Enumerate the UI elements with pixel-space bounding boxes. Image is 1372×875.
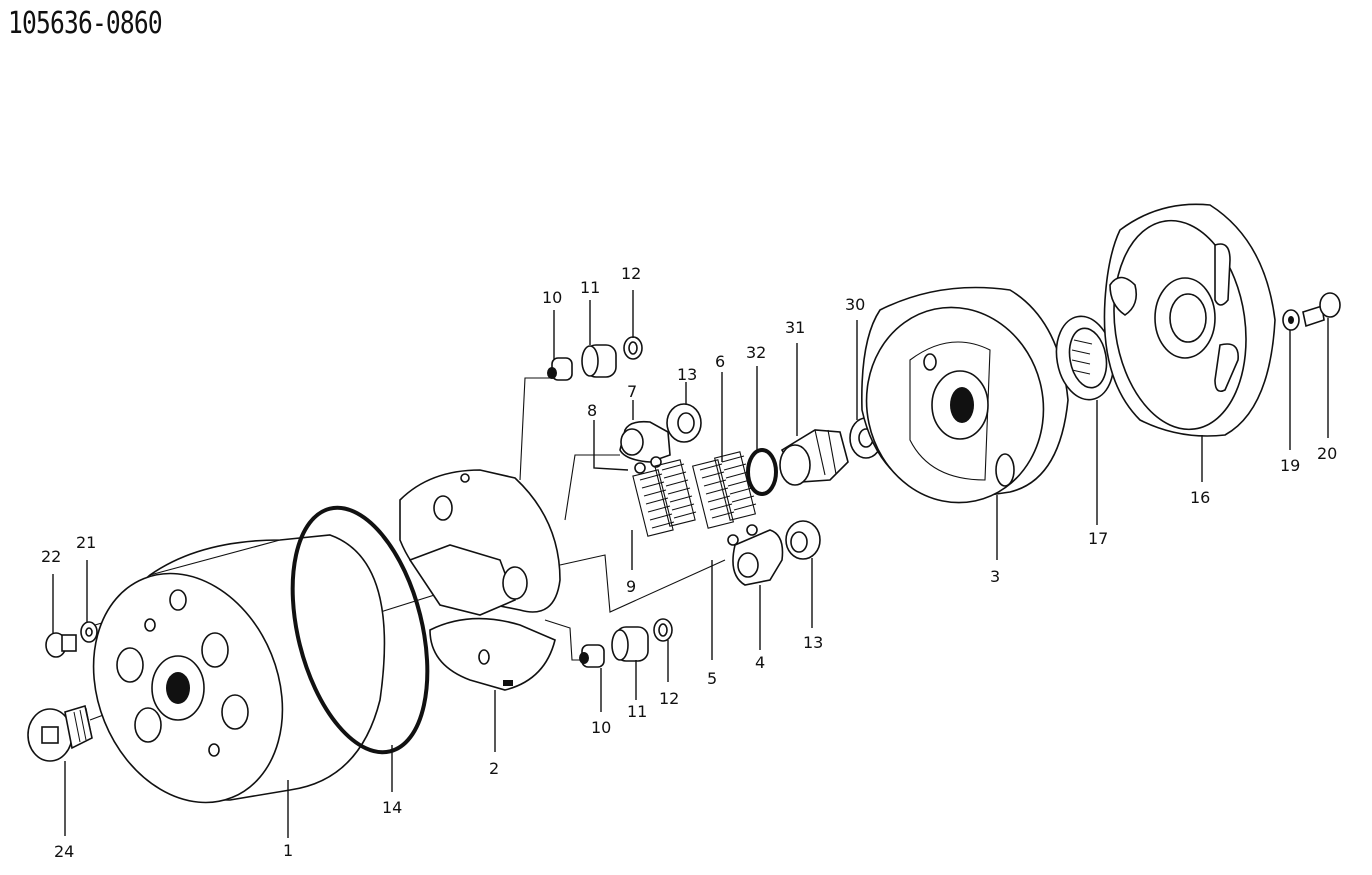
roller-set-upper	[547, 336, 643, 381]
callout-6: 6	[715, 352, 725, 371]
bearing-part-17	[1055, 315, 1115, 401]
seal-part-13-upper	[666, 403, 702, 443]
callout-30: 30	[845, 295, 865, 314]
plug-part-24	[27, 704, 93, 762]
callout-3: 3	[990, 567, 1000, 586]
callout-10-upper: 10	[542, 288, 562, 307]
callout-20: 20	[1317, 444, 1337, 463]
callout-13-lower: 13	[803, 633, 823, 652]
callout-13-upper: 13	[677, 365, 697, 384]
callout-14: 14	[382, 798, 402, 817]
callout-1: 1	[283, 841, 293, 860]
callout-31: 31	[785, 318, 805, 337]
screw-part-22	[45, 621, 98, 658]
callout-4: 4	[755, 653, 765, 672]
o-ring-part-32	[746, 448, 778, 496]
callout-7: 7	[627, 382, 637, 401]
callout-10-lower: 10	[591, 718, 611, 737]
o-ring-part-14	[290, 505, 430, 755]
callout-11-lower: 11	[627, 702, 647, 721]
plug-part-31	[779, 429, 849, 486]
callout-8: 8	[587, 401, 597, 420]
callout-2: 2	[489, 759, 499, 778]
end-cover-part-16	[1103, 203, 1276, 437]
callout-5: 5	[707, 669, 717, 688]
cover-part-3	[861, 286, 1069, 504]
springs-part-9	[632, 459, 697, 537]
callout-19: 19	[1280, 456, 1300, 475]
callout-21: 21	[76, 533, 96, 552]
vane-part-4	[727, 524, 784, 586]
callout-11-upper: 11	[580, 278, 600, 297]
springs-part-6	[691, 451, 757, 529]
callout-32: 32	[746, 343, 766, 362]
callout-12-lower: 12	[659, 689, 679, 708]
callout-22: 22	[41, 547, 61, 566]
bolt-part-20	[1282, 292, 1341, 331]
vane-part-7	[619, 420, 671, 474]
part-number-title: 105636-0860	[8, 6, 163, 41]
callout-labels: 1 2 3 4 5 6 7 8 9 10 10 11 11 12 12 13 1…	[41, 264, 1337, 861]
callout-17: 17	[1088, 529, 1108, 548]
seal-part-13-lower	[785, 520, 821, 560]
callout-leaders	[52, 290, 1329, 838]
pump-housing-part-1	[92, 534, 386, 804]
callout-12-upper: 12	[621, 264, 641, 283]
callout-24: 24	[54, 842, 74, 861]
callout-9: 9	[626, 577, 636, 596]
roller-set-lower	[579, 618, 673, 668]
callout-16: 16	[1190, 488, 1210, 507]
rotor-block-part-2	[399, 469, 561, 691]
